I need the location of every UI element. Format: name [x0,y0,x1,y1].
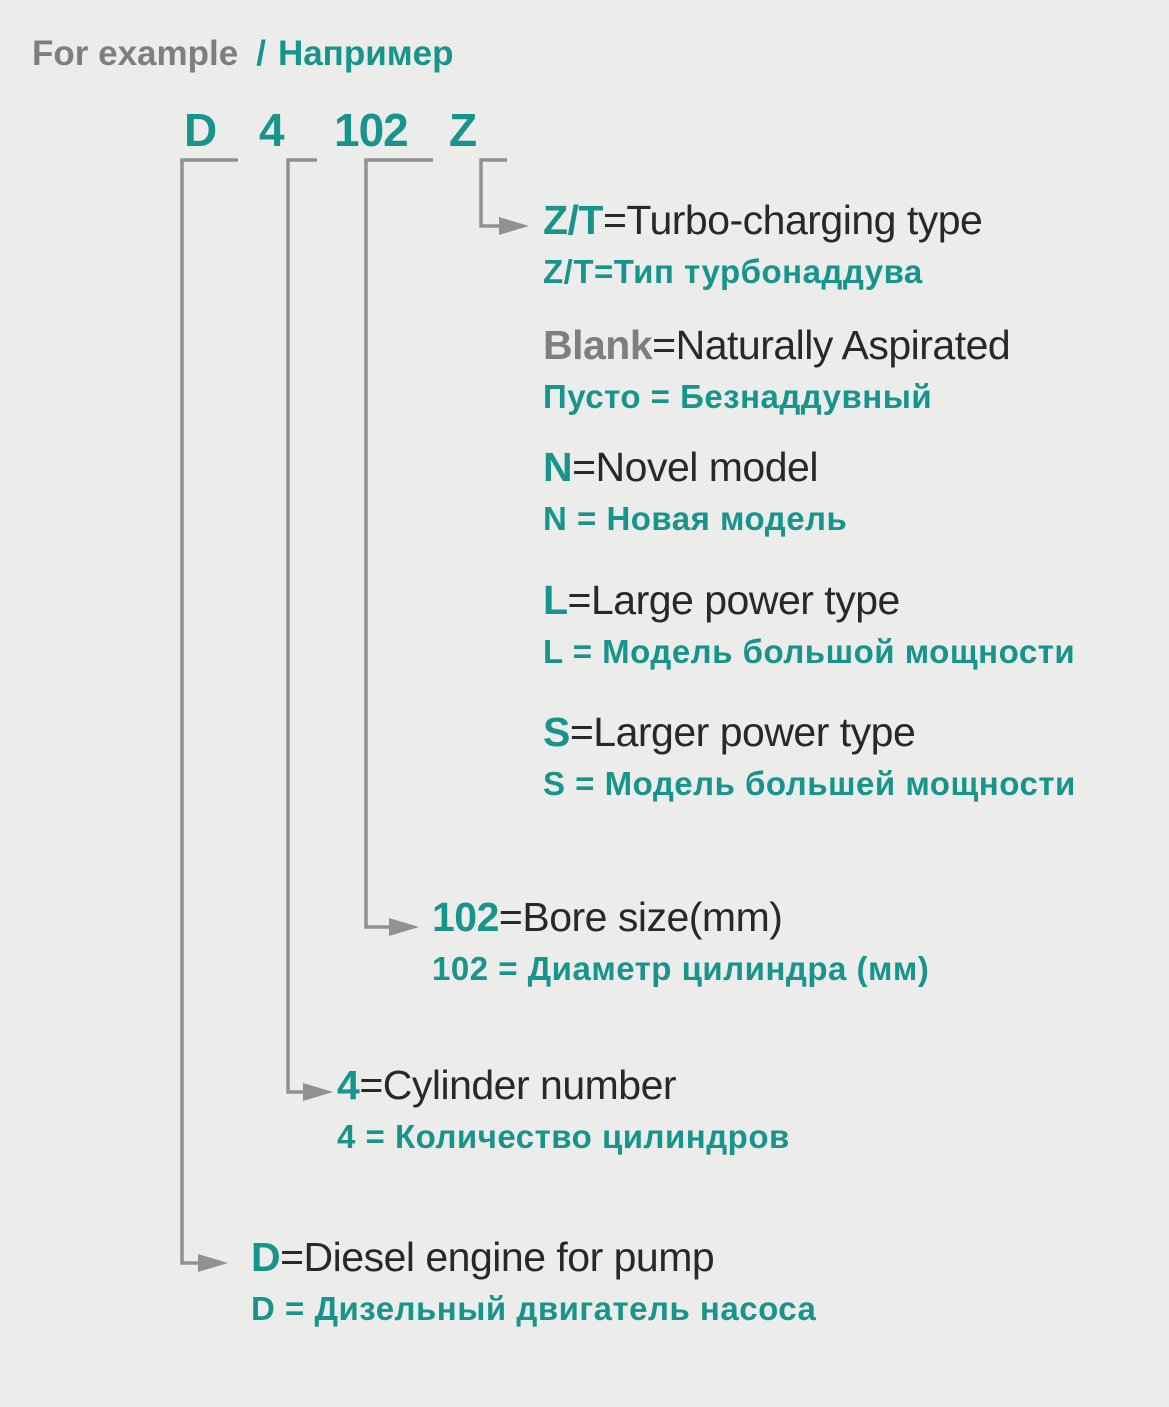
entry-english-text: =Turbo-charging type [602,197,983,243]
entry-russian-line: 4 = Количество цилиндров [337,1118,790,1155]
entry-larger-power: S=Larger power type S = Модель большей м… [543,712,1076,802]
entry-english-text: =Large power type [567,577,901,623]
entry-english-line: D=Diesel engine for pump [251,1237,816,1278]
entry-bore-size: 102=Bore size(mm) 102 = Диаметр цилиндра… [432,897,930,987]
entry-russian-line: D = Дизельный двигатель насоса [251,1290,817,1327]
entry-naturally-aspirated: Blank=Naturally Aspirated Пусто = Безнад… [543,322,1011,415]
connector-102 [364,158,433,929]
arrowhead-d [198,1254,228,1272]
arrowhead-102 [389,918,419,936]
diagram-title: For example / Например [32,36,453,71]
entry-cylinder-number: 4=Cylinder number 4 = Количество цилиндр… [337,1065,790,1155]
entry-russian-line: L = Модель большой мощности [543,633,1076,670]
entry-english-line: Blank=Naturally Aspirated [543,322,1011,368]
entry-english-text: =Novel model [572,444,818,490]
entry-english-text: =Cylinder number [359,1062,677,1108]
entry-novel-model: N=Novel model N = Новая модель [543,447,848,537]
arrowhead-4 [303,1083,333,1101]
entry-english-line: N=Novel model [543,447,847,488]
code-part-z: Z [449,104,477,156]
entry-english-text: =Diesel engine for pump [280,1234,715,1280]
entry-english-line: Z/T=Turbo-charging type [543,197,983,243]
entry-lead-code: 102 [432,894,499,940]
entry-lead-code: N [543,444,573,490]
connector-z [479,158,507,228]
entry-turbo-charging: Z/T=Turbo-charging type Z/T=Тип турбонад… [543,197,983,290]
code-part-d: D [184,104,217,156]
connector-d [180,158,238,1265]
entry-diesel-engine: D=Diesel engine for pump D = Дизельный д… [251,1237,817,1327]
title-english: For example [32,34,239,73]
entry-lead-code: L [543,577,568,623]
entry-lead-code: S [543,709,570,755]
entry-english-text: =Bore size(mm) [498,894,783,940]
entry-english-line: L=Large power type [543,580,1075,621]
code-part-102: 102 [334,104,409,156]
arrowhead-z [499,217,529,235]
entry-russian-line: Z/T=Тип турбонаддува [543,253,923,290]
entry-english-line: 102=Bore size(mm) [432,897,929,938]
entry-lead-code: Z/T [543,197,603,243]
entry-russian-line: 102 = Диаметр цилиндра (мм) [432,950,930,987]
entry-russian-line: Пусто = Безнаддувный [543,378,933,415]
entry-english-text: =Naturally Aspirated [652,322,1011,368]
entry-russian-line: S = Модель большей мощности [543,765,1076,802]
connector-4 [286,158,317,1094]
title-russian: Например [277,34,454,73]
entry-english-text: =Larger power type [569,709,916,755]
entry-english-line: S=Larger power type [543,712,1076,753]
entry-lead-code: Blank [543,322,653,368]
code-part-4: 4 [259,104,285,156]
entry-lead-code: 4 [337,1062,360,1108]
entry-lead-code: D [251,1234,281,1280]
entry-russian-line: N = Новая модель [543,500,848,537]
title-separator: / [256,34,266,73]
entry-large-power: L=Large power type L = Модель большой мо… [543,580,1076,670]
entry-english-line: 4=Cylinder number [337,1065,790,1106]
